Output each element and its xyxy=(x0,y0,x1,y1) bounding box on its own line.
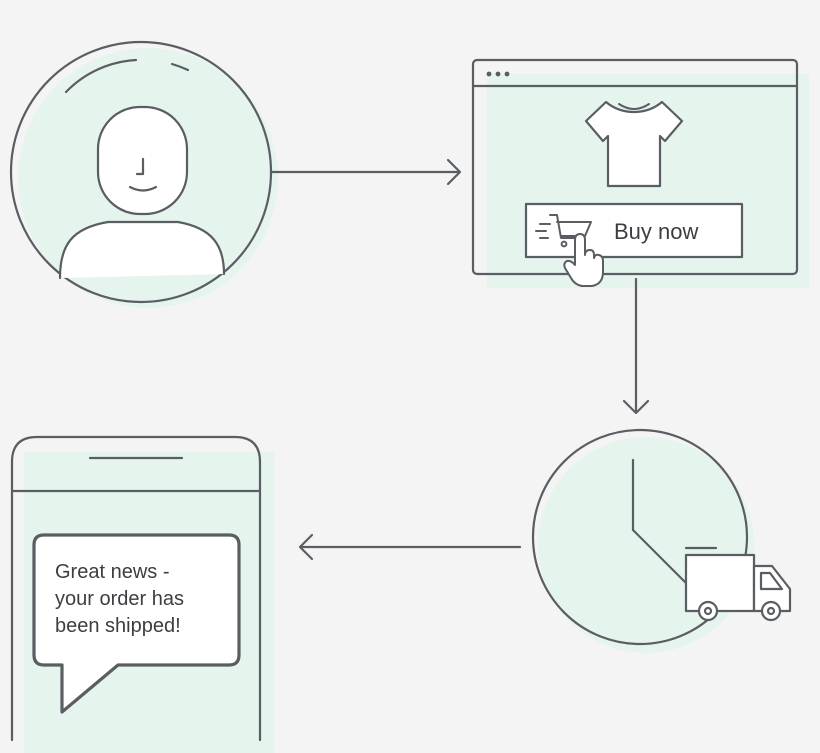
store-step: Buy now xyxy=(471,58,809,288)
arrow-store-to-wait xyxy=(622,277,650,415)
message-line: your order has xyxy=(55,588,184,610)
pointer-hand-icon xyxy=(563,233,604,287)
clock-icon xyxy=(531,428,749,646)
smartphone-icon xyxy=(10,435,262,742)
person-avatar-icon xyxy=(9,40,273,304)
notification-step: Great news - your order has been shipped… xyxy=(10,435,274,753)
browser-dots-icon xyxy=(486,71,510,77)
arrow-customer-to-store xyxy=(270,158,462,186)
message-line: been shipped! xyxy=(55,615,181,637)
message-line: Great news - xyxy=(55,561,169,583)
browser-window xyxy=(471,58,799,276)
buy-now-button[interactable]: Buy now xyxy=(524,202,744,259)
tshirt-icon xyxy=(584,100,684,188)
buy-now-label: Buy now xyxy=(614,219,698,244)
notification-message: Great news - your order has been shipped… xyxy=(55,561,190,637)
delivery-truck-icon xyxy=(684,546,792,622)
shipping-step xyxy=(531,428,792,653)
speech-bubble-icon xyxy=(32,533,241,714)
arrow-wait-to-notification xyxy=(298,533,522,561)
customer-step xyxy=(9,40,278,308)
